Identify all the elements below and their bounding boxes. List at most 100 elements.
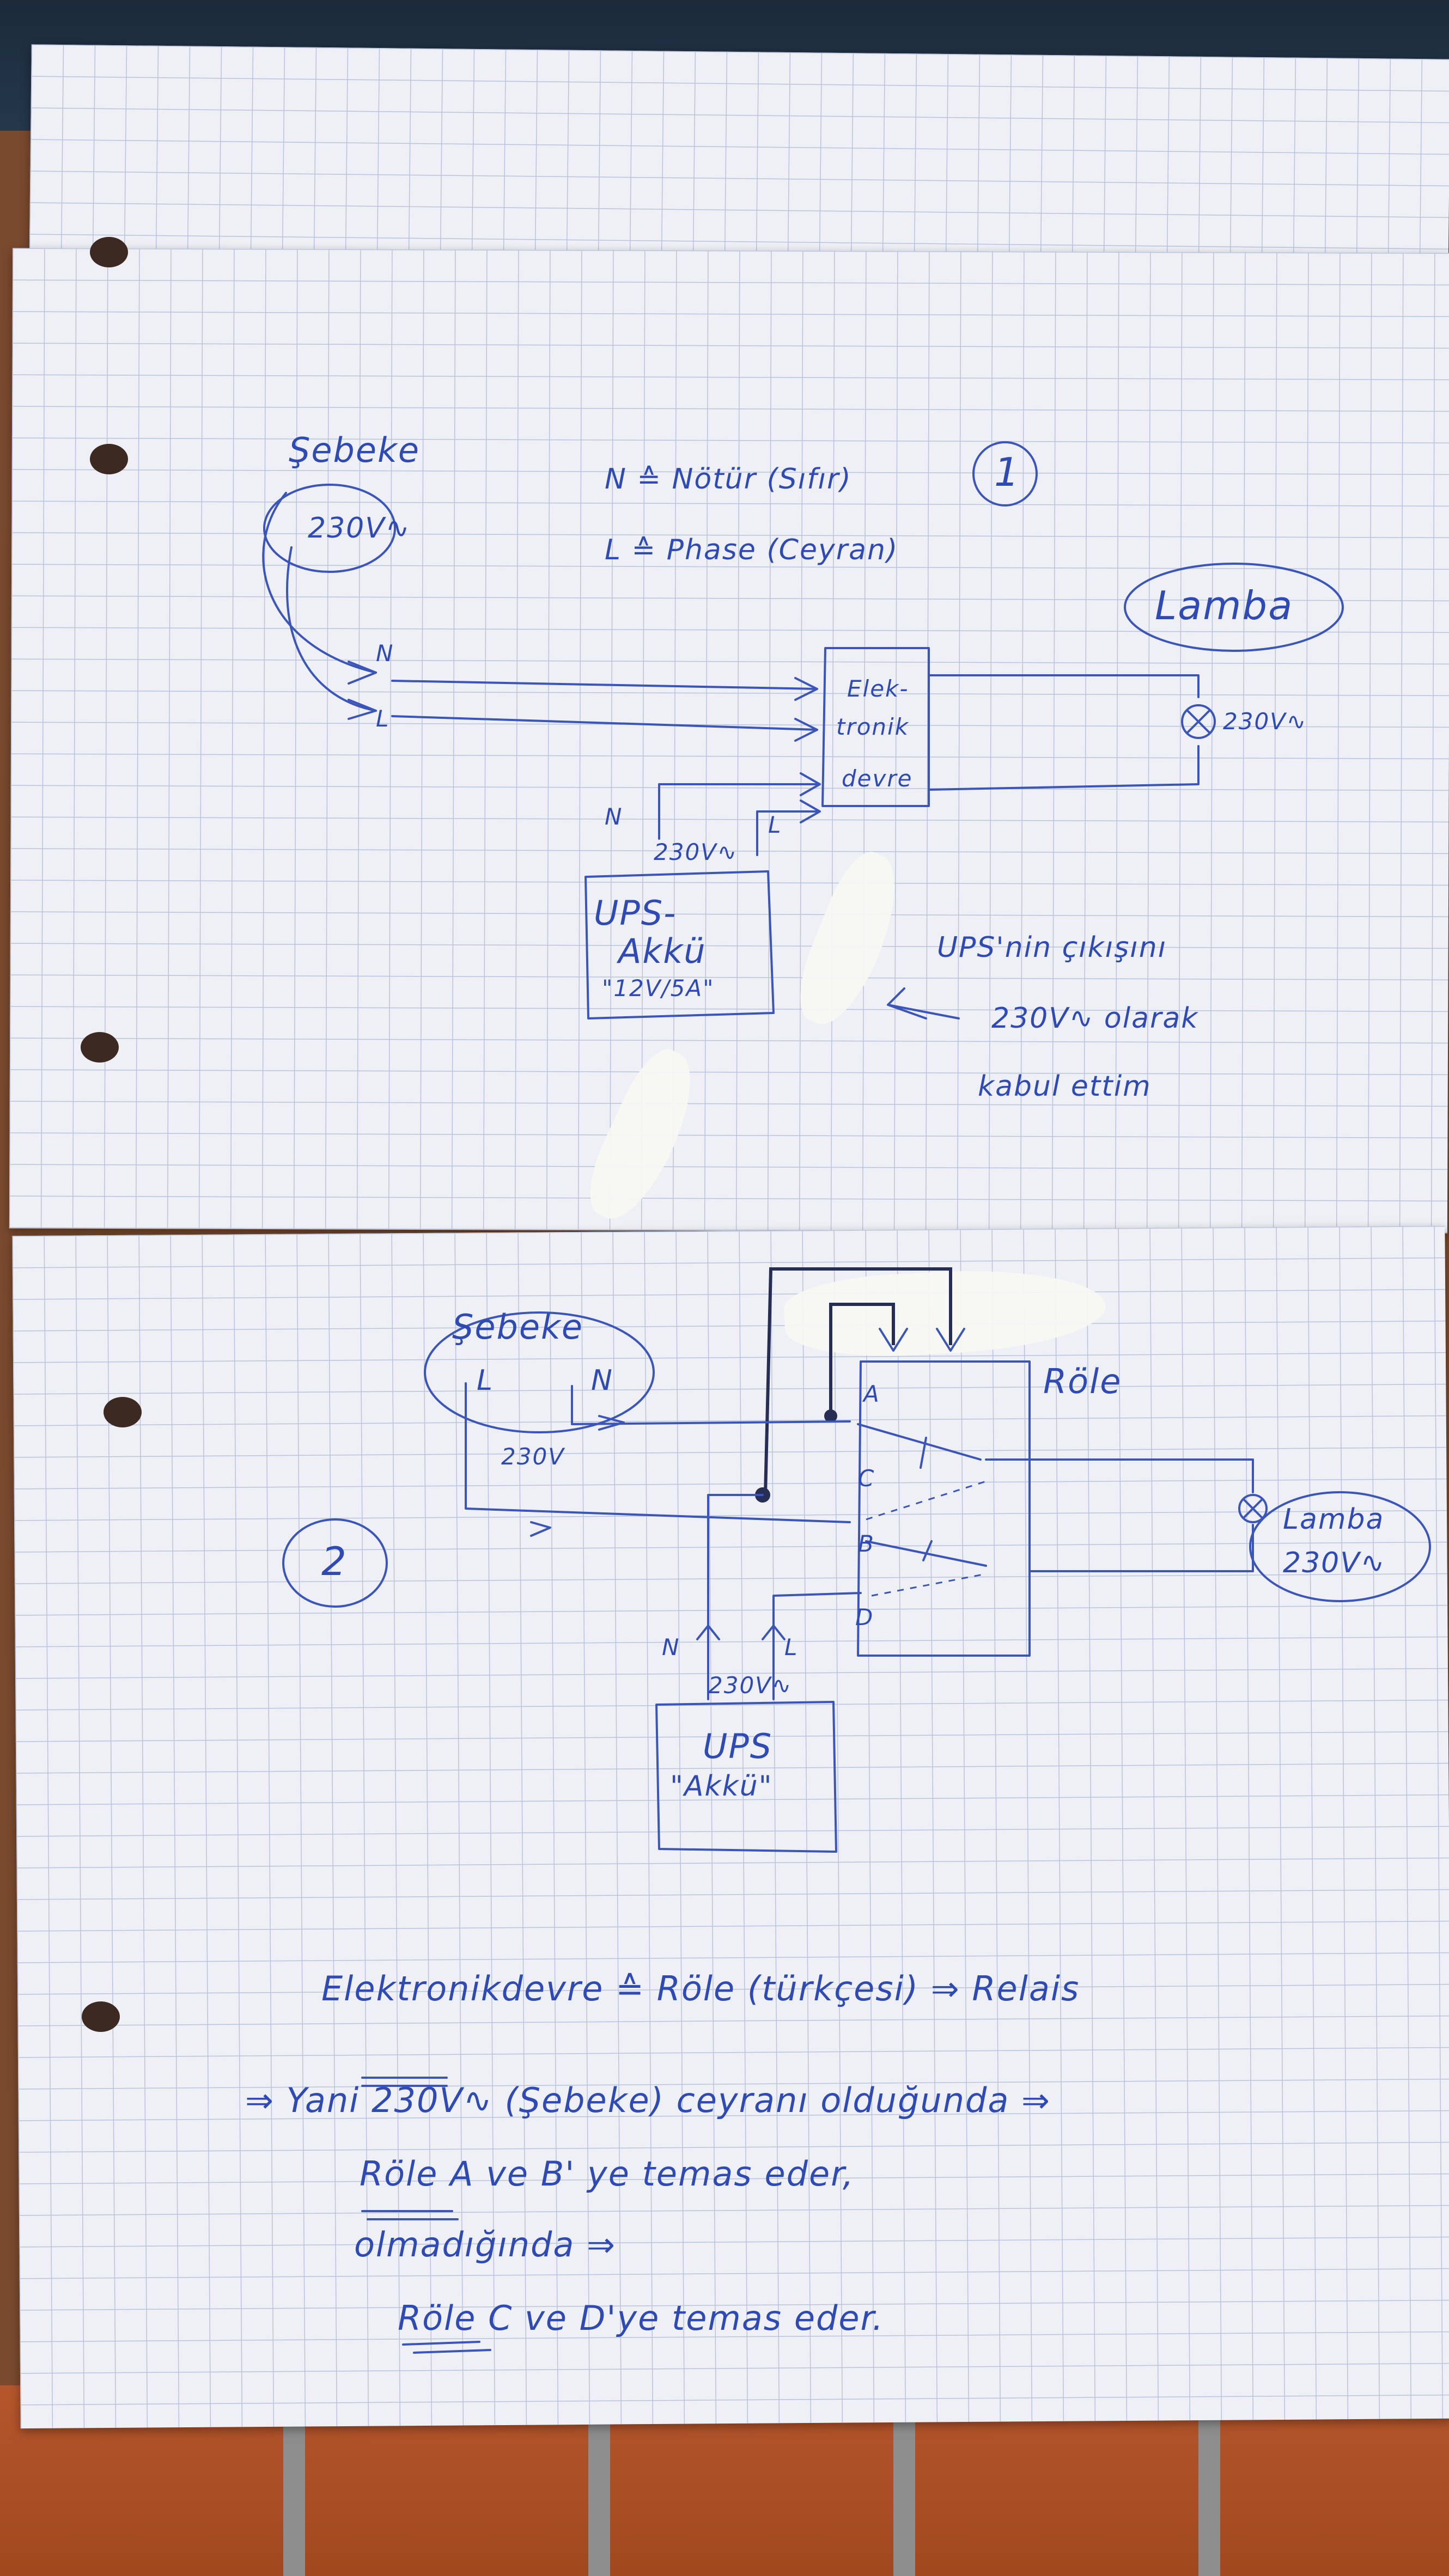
source-2-n-label: N	[591, 1364, 613, 1397]
wire-n-to-circuit	[391, 680, 818, 690]
arrow-n-1	[348, 661, 377, 685]
relay-switch-lines	[857, 1423, 987, 1567]
wire-l-label: L	[376, 705, 390, 732]
wire-l-to-circuit	[391, 715, 818, 731]
wire-l-2	[465, 1382, 851, 1523]
lamp-1-voltage: 230V∿	[1223, 708, 1307, 735]
wire-n-2	[571, 1385, 851, 1425]
underline-relay-2	[361, 2210, 459, 2220]
circuit-label-2: tronik	[836, 713, 910, 740]
arrow-l-1	[348, 699, 377, 720]
control-wire-inner	[829, 1303, 895, 1411]
contact-d-label: D	[855, 1604, 874, 1631]
wire-n-curve	[262, 492, 377, 674]
source-1-voltage: 230V∿	[308, 512, 411, 545]
arrow-ups-l	[800, 799, 821, 823]
coil-arrows	[879, 1328, 965, 1352]
punch-hole	[81, 1032, 119, 1063]
lamp-2-symbol	[1238, 1494, 1268, 1523]
note-line-1: UPS'nin çıkışını	[937, 931, 1167, 964]
ups-2-line-1: UPS	[703, 1726, 773, 1766]
legend-l: L ≙ Phase (Ceyran)	[605, 534, 899, 566]
ups-1-l-label: L	[768, 811, 782, 838]
number-2-circle	[282, 1518, 388, 1608]
note-contact-ab: Röle A ve B' ye temas eder,	[360, 2154, 855, 2194]
source-2-l-label: L	[477, 1364, 494, 1397]
arrow-n-2	[794, 677, 818, 701]
ups-l-to-circuit	[756, 810, 818, 856]
legend-n: N ≙ Nötür (Sıfır)	[605, 463, 852, 496]
wire-circuit-to-lamp-bottom	[928, 745, 1200, 791]
lamp-1-cross	[1186, 710, 1210, 734]
ups-l-wire-2	[772, 1592, 862, 1700]
diagram-1-number: 1	[994, 449, 1020, 495]
note-mains-absent: olmadığında ⇒	[354, 2225, 617, 2264]
lamp-2-label: Lamba	[1283, 1503, 1385, 1536]
source-2-ellipse	[424, 1311, 655, 1433]
ups-1-n-label: N	[605, 803, 623, 830]
number-1-circle	[972, 441, 1038, 506]
ups-1-line-2: Akkü	[618, 931, 707, 971]
arrow-l-2b	[530, 1521, 551, 1537]
ups-2-line-2: "Akkü"	[670, 1770, 773, 1803]
note-contact-cd: Röle C ve D'ye temas eder.	[398, 2298, 884, 2338]
note-line-3: kabul ettim	[978, 1070, 1152, 1103]
ups-1-box	[585, 870, 775, 1020]
source-2-voltage: 230V	[501, 1443, 565, 1470]
diagram-2-number: 2	[321, 1539, 348, 1584]
ups-2-voltage: 230V∿	[708, 1672, 793, 1699]
source-2-label: Şebeke	[452, 1307, 584, 1347]
punch-hole	[90, 237, 128, 267]
source-1-label: Şebeke	[289, 430, 421, 470]
contact-b-label: B	[858, 1530, 875, 1557]
ups-n-to-circuit	[658, 783, 818, 840]
ups-1-line-1: UPS-	[594, 893, 677, 933]
punch-hole	[90, 444, 128, 474]
circuit-label-3: devre	[842, 765, 913, 792]
note-relay-definition: Elektronikdevre ≙ Röle (türkçesi) ⇒ Rela…	[321, 1969, 1080, 2009]
note-line-2: 230V∿ olarak	[991, 1002, 1199, 1035]
ups-arrows-2	[696, 1625, 786, 1640]
underline-relay-1	[361, 2077, 448, 2087]
punch-hole	[104, 1397, 142, 1427]
contact-a-label: A	[863, 1381, 880, 1407]
lamp-1-ellipse	[1124, 563, 1344, 652]
circuit-box	[821, 647, 930, 807]
punch-hole	[82, 2001, 120, 2032]
relay-switch-marks	[920, 1437, 933, 1561]
source-1-ellipse	[263, 484, 396, 573]
diagram-1-wires	[262, 441, 1344, 1020]
diagram-2-wires	[282, 1267, 1431, 1853]
lamp-2-ellipse	[1249, 1491, 1431, 1602]
relay-alt-contacts	[866, 1480, 987, 1597]
relay-label: Röle	[1043, 1362, 1122, 1401]
notes-marks	[361, 2077, 491, 2354]
note-arrow	[887, 987, 960, 1020]
lamp-2-voltage: 230V∿	[1283, 1547, 1386, 1579]
arrow-n-2b	[598, 1415, 625, 1431]
junction-dot	[824, 1409, 837, 1423]
wire-circuit-to-lamp-top	[928, 674, 1200, 698]
ups-2-n-label: N	[662, 1634, 680, 1661]
wire-n-label: N	[376, 640, 394, 667]
wire-relay-to-lamp-top	[985, 1458, 1254, 1493]
arrow-ups-n	[800, 772, 821, 796]
lamp-2-cross	[1243, 1498, 1263, 1519]
control-wire-outer	[764, 1267, 952, 1495]
ups-n-wire-2	[707, 1494, 764, 1700]
contact-c-label: C	[858, 1465, 875, 1492]
circuit-label-1: Elek-	[847, 675, 909, 702]
wire-relay-to-lamp-bottom	[1028, 1524, 1254, 1572]
note-mains-present: ⇒ Yani 230V∿ (Şebeke) ceyranı olduğunda …	[245, 2080, 1051, 2120]
ups-1-line-3: "12V/5A"	[602, 975, 715, 1002]
lamp-1-label: Lamba	[1155, 583, 1294, 628]
arrow-l-2	[794, 718, 818, 742]
ups-1-voltage: 230V∿	[654, 839, 738, 865]
underline-relay-3	[402, 2341, 491, 2354]
ups-2-box	[655, 1701, 837, 1853]
wire-l-curve	[286, 546, 377, 712]
relay-box	[857, 1360, 1031, 1657]
lamp-1-symbol	[1181, 704, 1216, 739]
ups-2-l-label: L	[784, 1634, 799, 1661]
